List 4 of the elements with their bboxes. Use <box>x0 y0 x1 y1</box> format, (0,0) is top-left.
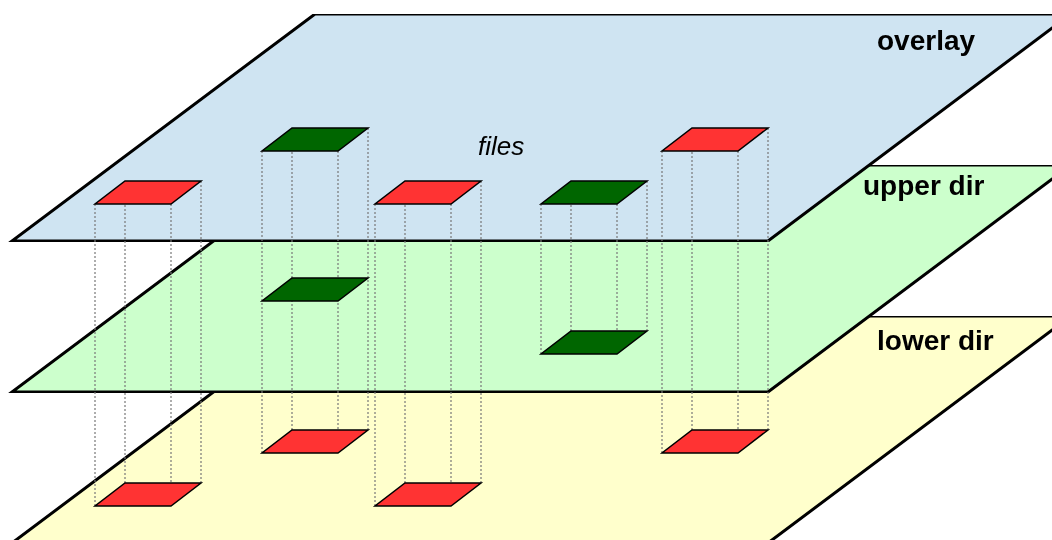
layer-label: upper dir <box>863 172 985 200</box>
layer-label: lower dir <box>877 327 994 355</box>
layer-label: overlay <box>877 27 976 55</box>
files-label: files <box>478 133 525 159</box>
